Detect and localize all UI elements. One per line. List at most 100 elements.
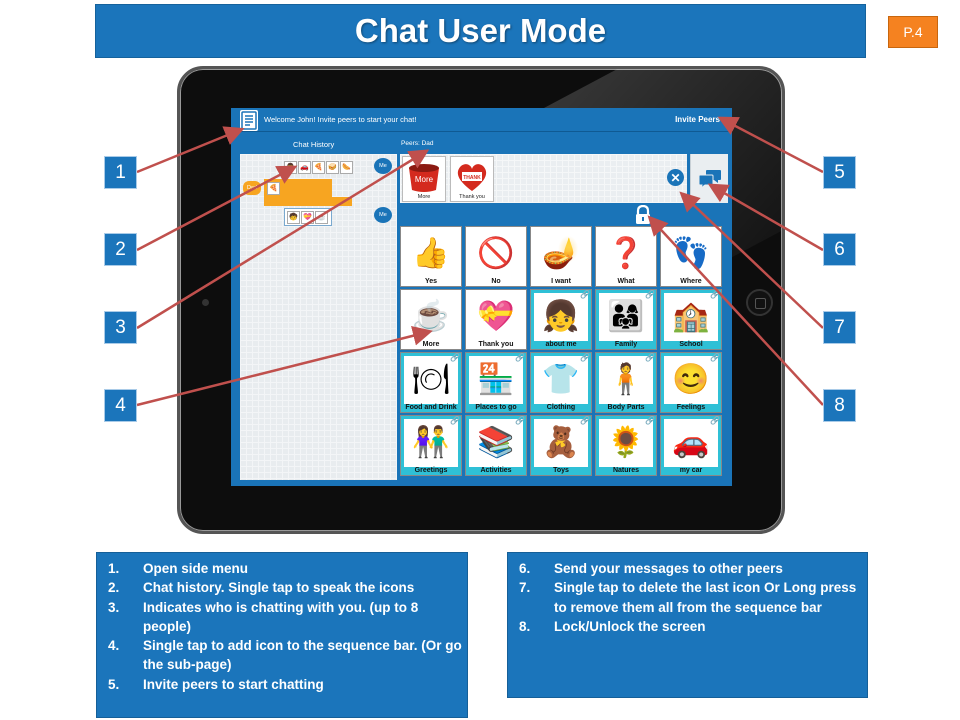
- symbol-cell[interactable]: 😊🔗Feelings: [660, 352, 722, 413]
- callout-5: 5: [823, 156, 856, 189]
- symbol-cell[interactable]: 💝Thank you: [465, 289, 527, 350]
- nature-icon: 🌻: [607, 426, 645, 459]
- cup-icon: ☕: [315, 210, 328, 224]
- symbol-cell[interactable]: 🌻🔗 Natures: [595, 415, 657, 476]
- invite-peers-button[interactable]: Invite Peers: [675, 115, 720, 124]
- boy-icon: 👨: [284, 160, 297, 174]
- symbol-cell[interactable]: 👧🔗 about me: [530, 289, 592, 350]
- welcome-text: Welcome John! Invite peers to start your…: [264, 115, 417, 124]
- instruction-text: Send your messages to other peers: [554, 561, 783, 576]
- callout-6: 6: [823, 233, 856, 266]
- folder-clip-icon: 🔗: [645, 416, 655, 425]
- instruction-item: 7. Single tap to delete the last icon Or …: [508, 578, 867, 617]
- instruction-text: Single tap to delete the last icon Or Lo…: [554, 580, 857, 615]
- family-icon: 👨‍👩‍👧: [607, 300, 645, 333]
- lock-button[interactable]: [634, 204, 652, 225]
- symbol-label: Clothing: [546, 404, 576, 411]
- symbol-label: Family: [614, 341, 638, 348]
- symbol-cell[interactable]: ❓What: [595, 226, 657, 287]
- more-cup-icon: More: [409, 164, 439, 192]
- symbol-cell[interactable]: 👕🔗Clothing: [530, 352, 592, 413]
- symbol-cell[interactable]: 🚗🔗my car: [660, 415, 722, 476]
- sender-badge-me: Me: [374, 158, 392, 174]
- sequence-item-thank-you[interactable]: THANK Thank you: [450, 156, 494, 202]
- folder-clip-icon: 🔗: [515, 416, 525, 425]
- symbol-cell[interactable]: 🏪🔗Places to go: [465, 352, 527, 413]
- chat-history-row[interactable]: 👨 🚗 🍕 🥪 🌭: [284, 158, 354, 176]
- school-icon: 🏫: [672, 300, 710, 333]
- symbol-label: about me: [545, 341, 577, 348]
- boy-icon: 🧒: [287, 210, 300, 224]
- chat-history-panel[interactable]: 👨 🚗 🍕 🥪 🌭 Me Dad 🍕 🧒 💝 ☕ Me: [240, 154, 397, 480]
- instruction-number: 3.: [108, 599, 120, 615]
- sequence-item-more[interactable]: More More: [402, 156, 446, 202]
- instruction-number: 7.: [519, 580, 531, 596]
- symbol-cell[interactable]: 📚🔗Activities: [465, 415, 527, 476]
- callout-4: 4: [104, 389, 137, 422]
- callout-3: 3: [104, 311, 137, 344]
- chat-history-row[interactable]: 🍕: [264, 179, 332, 197]
- svg-text:More: More: [415, 175, 434, 184]
- symbol-label: Food and Drink: [405, 404, 457, 411]
- sender-badge-me: Me: [374, 207, 392, 223]
- symbol-label: Toys: [553, 467, 569, 474]
- folder-clip-icon: 🔗: [710, 290, 720, 299]
- svg-text:THANK: THANK: [463, 175, 481, 181]
- symbol-cell[interactable]: 🍽🔗Food and Drink: [400, 352, 462, 413]
- instruction-text: Open side menu: [143, 561, 249, 576]
- page-tag: P.4: [888, 16, 938, 48]
- car-icon: 🚗: [672, 426, 710, 459]
- symbol-label: More: [422, 341, 440, 348]
- symbol-label: School: [679, 341, 703, 348]
- pizza-icon: 🍕: [312, 160, 325, 174]
- instruction-number: 8.: [519, 618, 531, 634]
- symbol-label: Feelings: [676, 404, 706, 411]
- send-button[interactable]: [690, 154, 728, 203]
- symbol-cell[interactable]: 👣Where: [660, 226, 722, 287]
- side-menu-button[interactable]: [240, 110, 258, 131]
- symbol-cell[interactable]: 🧍🔗Body Parts: [595, 352, 657, 413]
- sender-badge-dad: Dad: [243, 181, 261, 195]
- symbol-label: Greetings: [414, 467, 448, 474]
- chat-history-row[interactable]: 🧒 💝 ☕: [284, 208, 332, 226]
- chat-history-title: Chat History: [293, 140, 335, 149]
- instruction-text: Single tap to add icon to the sequence b…: [143, 638, 462, 673]
- folder-clip-icon: 🔗: [450, 353, 460, 362]
- symbol-cell[interactable]: 🚫No: [465, 226, 527, 287]
- pizza-icon: 🍕: [267, 181, 280, 195]
- instruction-item: 8. Lock/Unlock the screen: [508, 617, 867, 636]
- pizza-icon: 🥪: [326, 160, 339, 174]
- instruction-text: Lock/Unlock the screen: [554, 618, 706, 634]
- symbol-label: Natures: [612, 467, 640, 474]
- sequence-item-label: More: [417, 194, 431, 200]
- symbol-cell[interactable]: ☕More: [400, 289, 462, 350]
- symbol-label: What: [617, 278, 635, 285]
- symbol-label: Body Parts: [607, 404, 645, 411]
- girl-icon: 👧: [542, 300, 580, 333]
- instruction-number: 4.: [108, 638, 120, 654]
- symbol-cell[interactable]: 👫🔗Greetings: [400, 415, 462, 476]
- symbol-grid: 👍Yes🚫No🪔I want❓What👣Where ☕More💝Thank you…: [400, 226, 727, 484]
- symbol-cell[interactable]: 🪔I want: [530, 226, 592, 287]
- send-chat-icon: [698, 169, 721, 189]
- folder-clip-icon: 🔗: [580, 290, 590, 299]
- instruction-text: Chat history. Single tap to speak the ic…: [143, 580, 415, 596]
- delete-icon-button[interactable]: ✕: [667, 169, 684, 186]
- car-icon: 🚗: [298, 160, 311, 174]
- symbol-label: Activities: [480, 467, 512, 474]
- symbol-cell[interactable]: 👍Yes: [400, 226, 462, 287]
- symbol-cell[interactable]: 👨‍👩‍👧🔗Family: [595, 289, 657, 350]
- feelings-icon: 😊: [672, 363, 710, 396]
- instruction-text: Indicates who is chatting with you. (up …: [143, 599, 419, 634]
- symbol-cell[interactable]: 🏫🔗 School: [660, 289, 722, 350]
- folder-clip-icon: 🔗: [515, 353, 525, 362]
- instruction-item: 3. Indicates who is chatting with you. (u…: [97, 598, 467, 637]
- symbol-cell[interactable]: 🧸🔗Toys: [530, 415, 592, 476]
- lamp-icon: 🪔: [542, 237, 580, 270]
- home-button[interactable]: [746, 289, 773, 316]
- body-icon: 🧍: [607, 363, 645, 396]
- footprint-icon: 👣: [672, 237, 710, 270]
- sequence-bar[interactable]: More More THANK Thank you: [400, 154, 687, 203]
